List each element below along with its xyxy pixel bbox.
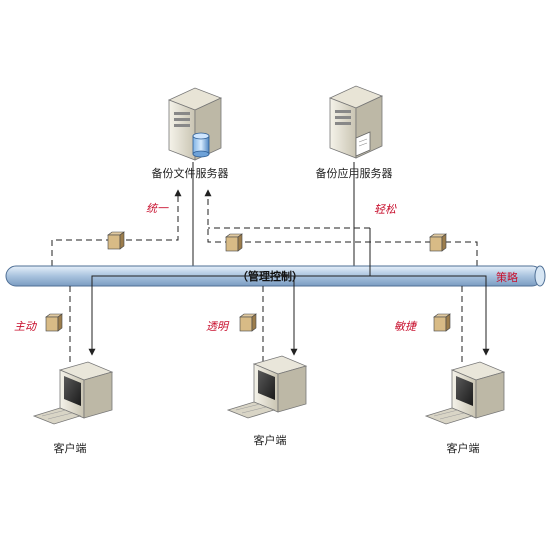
client-label: 客户端 xyxy=(54,441,87,455)
agent-icon xyxy=(433,313,451,332)
app-server xyxy=(328,85,384,159)
agent-icon xyxy=(225,233,243,252)
bus-policy-label: 策略 xyxy=(496,270,518,284)
client-computer xyxy=(226,355,308,419)
file-server xyxy=(167,87,223,161)
client-computer xyxy=(32,361,114,425)
feature-active-label: 主动 xyxy=(14,320,38,333)
agent-icon xyxy=(429,233,447,252)
feature-transparent-label: 透明 xyxy=(206,320,230,333)
agent-icon xyxy=(45,313,63,332)
client-label: 客户端 xyxy=(447,441,480,455)
client-label: 客户端 xyxy=(254,433,287,447)
client-backup-paths xyxy=(69,286,463,362)
keyboard-icon xyxy=(32,407,82,425)
agent-icon xyxy=(107,231,125,250)
backup-paths xyxy=(51,189,478,266)
keyboard-icon xyxy=(424,407,474,425)
feature-easy-label: 轻松 xyxy=(374,203,397,216)
client-computer xyxy=(424,361,506,425)
control-arrows xyxy=(88,228,490,356)
file-server-label: 备份文件服务器 xyxy=(152,166,229,180)
feature-unified-label: 统一 xyxy=(146,202,169,215)
document-icon xyxy=(355,131,371,157)
database-icon xyxy=(192,132,210,158)
keyboard-icon xyxy=(226,401,276,419)
feature-agile-label: 敏捷 xyxy=(394,320,418,333)
agent-icon xyxy=(239,313,257,332)
